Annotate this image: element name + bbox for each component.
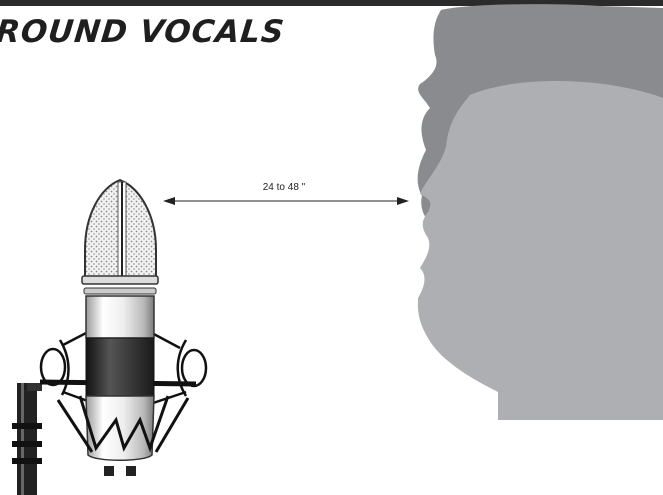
double-arrow-icon: [163, 197, 409, 205]
front-head-silhouette: [418, 81, 663, 420]
distance-label: 24 to 48 ": [263, 182, 306, 193]
microphone-icon: [12, 180, 206, 495]
head-silhouette-icon: [418, 4, 663, 420]
mic-stand: [12, 383, 42, 495]
